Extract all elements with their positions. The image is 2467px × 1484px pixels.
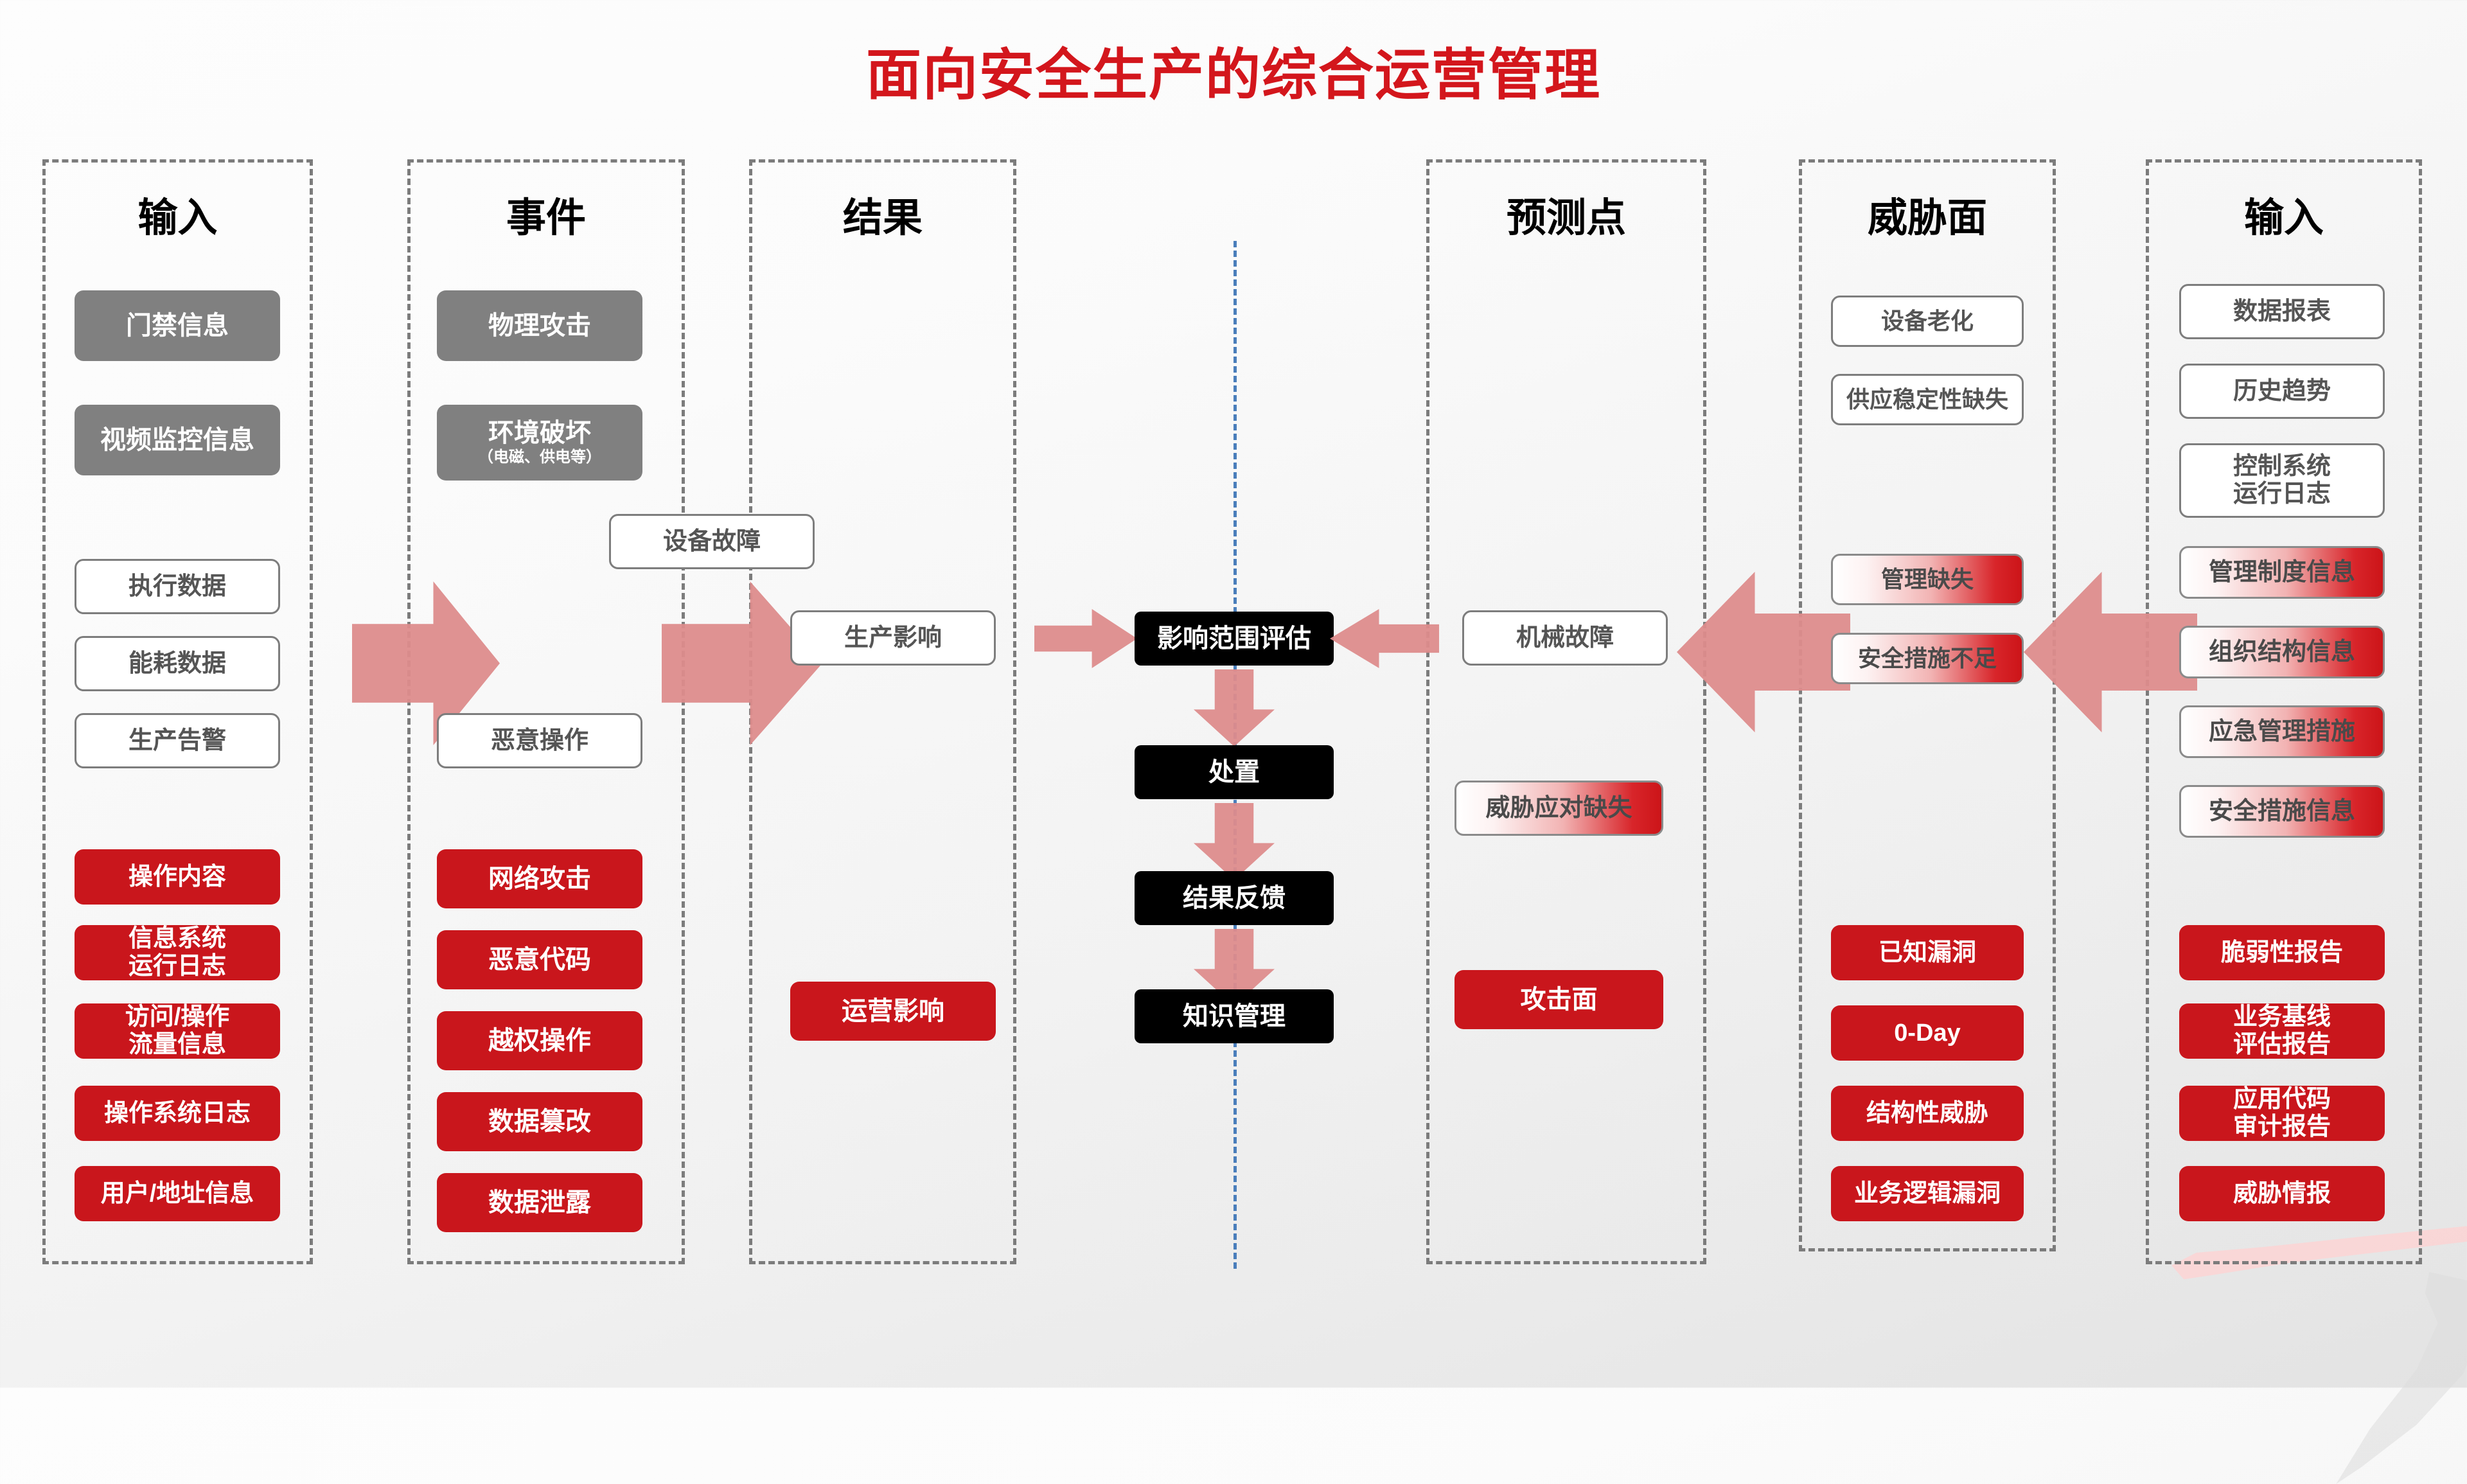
node-access-control-info[interactable]: 门禁信息 — [75, 290, 280, 361]
node-management-gap[interactable]: 管理缺失 — [1831, 554, 2024, 605]
node-result-feedback[interactable]: 结果反馈 — [1135, 871, 1334, 925]
lane-title-predict: 预测点 — [1506, 196, 1626, 240]
node-equipment-aging[interactable]: 设备老化 — [1831, 296, 2024, 347]
diagram-canvas: 面向安全生产的综合运营管理 输入 事件 结果 预测点 威胁面 输入 门禁信息 视… — [42, 44, 2467, 1484]
node-structural-threat[interactable]: 结构性威胁 — [1831, 1086, 2024, 1141]
node-operation-content[interactable]: 操作内容 — [75, 849, 280, 905]
lane-title-event: 事件 — [506, 196, 586, 240]
node-physical-attack[interactable]: 物理攻击 — [437, 290, 642, 361]
lane-title-threat: 威胁面 — [1867, 196, 1987, 240]
node-energy-data[interactable]: 能耗数据 — [75, 636, 280, 691]
decorative-gray-swoosh — [2336, 1272, 2467, 1484]
node-video-monitor-info[interactable]: 视频监控信息 — [75, 405, 280, 475]
node-supply-instability[interactable]: 供应稳定性缺失 — [1831, 374, 2024, 425]
lane-predict — [1426, 159, 1706, 1264]
node-control-system-log[interactable]: 控制系统 运行日志 — [2179, 443, 2385, 518]
lane-event — [407, 159, 685, 1264]
node-threat-intelligence[interactable]: 威胁情报 — [2179, 1166, 2385, 1221]
node-emergency-measures[interactable]: 应急管理措施 — [2179, 705, 2385, 758]
arrow-predict-to-center — [1330, 609, 1439, 668]
lane-input-right — [2146, 159, 2422, 1264]
lane-input-left — [42, 159, 313, 1264]
node-environment-damage-label: 环境破坏 — [488, 419, 591, 448]
node-privilege-escalation[interactable]: 越权操作 — [437, 1011, 642, 1070]
node-infosys-runtime-log[interactable]: 信息系统 运行日志 — [75, 925, 280, 980]
node-known-vulnerability[interactable]: 已知漏洞 — [1831, 925, 2024, 980]
node-data-tampering[interactable]: 数据篡改 — [437, 1092, 642, 1151]
node-management-policy-info[interactable]: 管理制度信息 — [2179, 546, 2385, 599]
node-knowledge-management[interactable]: 知识管理 — [1135, 989, 1334, 1043]
node-zero-day[interactable]: 0-Day — [1831, 1005, 2024, 1061]
node-production-impact[interactable]: 生产影响 — [790, 610, 996, 666]
lane-title-input-right: 输入 — [2243, 196, 2324, 240]
node-malicious-operation[interactable]: 恶意操作 — [437, 713, 642, 768]
node-business-baseline-report[interactable]: 业务基线 评估报告 — [2179, 1003, 2385, 1059]
node-disposal[interactable]: 处置 — [1135, 745, 1334, 799]
arrow-center-step-2 — [1194, 803, 1275, 880]
node-app-code-audit-report[interactable]: 应用代码 审计报告 — [2179, 1086, 2385, 1141]
arrow-result-to-center — [1034, 609, 1137, 668]
node-malicious-code[interactable]: 恶意代码 — [437, 930, 642, 989]
node-execution-data[interactable]: 执行数据 — [75, 559, 280, 614]
page-title: 面向安全生产的综合运营管理 — [866, 44, 1601, 106]
node-safety-measure-info[interactable]: 安全措施信息 — [2179, 785, 2385, 838]
arrow-center-step-1 — [1194, 669, 1275, 746]
node-history-trend[interactable]: 历史趋势 — [2179, 364, 2385, 419]
node-attack-surface[interactable]: 攻击面 — [1455, 970, 1663, 1029]
node-cyber-attack[interactable]: 网络攻击 — [437, 849, 642, 908]
node-threat-response-gap[interactable]: 威胁应对缺失 — [1455, 781, 1663, 836]
lane-result — [749, 159, 1016, 1264]
node-data-leak[interactable]: 数据泄露 — [437, 1173, 642, 1232]
node-business-logic-vuln[interactable]: 业务逻辑漏洞 — [1831, 1166, 2024, 1221]
node-user-address-info[interactable]: 用户/地址信息 — [75, 1166, 280, 1221]
node-org-structure-info[interactable]: 组织结构信息 — [2179, 626, 2385, 678]
node-mechanical-failure[interactable]: 机械故障 — [1462, 610, 1668, 666]
node-operation-impact[interactable]: 运营影响 — [790, 982, 996, 1041]
node-vulnerability-report[interactable]: 脆弱性报告 — [2179, 925, 2385, 980]
node-production-alarm[interactable]: 生产告警 — [75, 713, 280, 768]
node-insufficient-safety-measures[interactable]: 安全措施不足 — [1831, 633, 2024, 684]
lane-threat — [1799, 159, 2056, 1251]
node-access-op-traffic[interactable]: 访问/操作 流量信息 — [75, 1003, 280, 1059]
node-equipment-failure[interactable]: 设备故障 — [609, 514, 815, 569]
node-os-log[interactable]: 操作系统日志 — [75, 1086, 280, 1141]
lane-title-result: 结果 — [842, 196, 923, 240]
node-data-report[interactable]: 数据报表 — [2179, 284, 2385, 339]
node-environment-damage[interactable]: 环境破坏 （电磁、供电等） — [437, 405, 642, 481]
node-impact-scope-assessment[interactable]: 影响范围评估 — [1135, 612, 1334, 666]
lane-title-input-left: 输入 — [137, 196, 218, 240]
node-environment-damage-sub: （电磁、供电等） — [478, 448, 601, 466]
